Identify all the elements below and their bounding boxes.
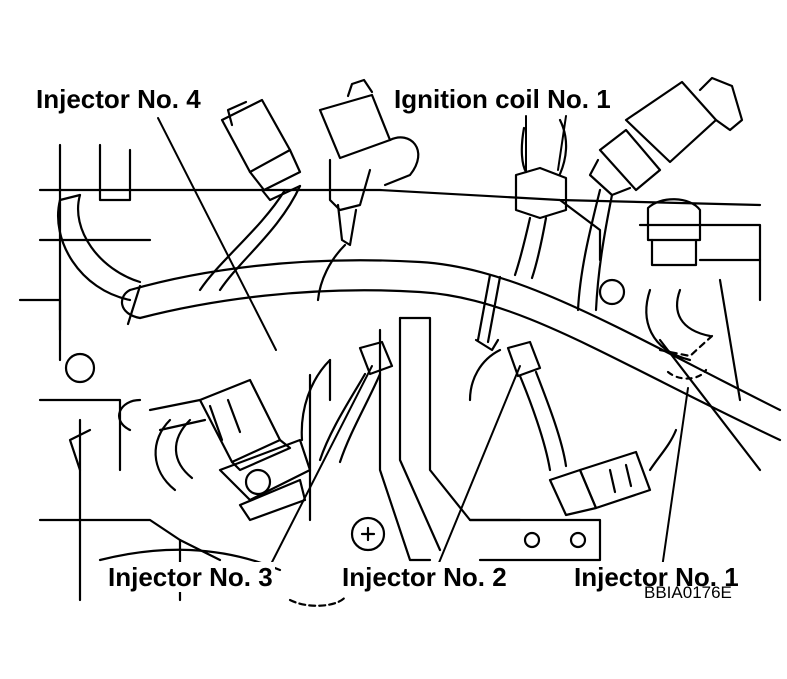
- label-ignition-coil-1: Ignition coil No. 1: [392, 84, 613, 114]
- injector-3-connector: [300, 340, 394, 464]
- leader-injector-2: [435, 365, 521, 571]
- label-injector-1: Injector No. 1: [572, 562, 741, 592]
- label-injector-4: Injector No. 4: [34, 84, 203, 114]
- figure-code: BBIA0176E: [644, 583, 732, 602]
- left-lower-hose: [64, 352, 194, 492]
- leader-injector-1: [661, 387, 689, 569]
- fuel-rail-harness: [120, 259, 782, 442]
- left-hose: [57, 193, 142, 302]
- leader-injector-4: [157, 117, 277, 351]
- injector-4-connector: [198, 98, 302, 292]
- injector-4-lower-connector: [148, 378, 312, 522]
- leader-injector-3: [267, 365, 373, 571]
- ignition-coil-1: [576, 76, 744, 312]
- label-injector-2: Injector No. 2: [340, 562, 509, 592]
- injector-2-connector: [468, 340, 568, 472]
- right-pipe-elbow: [598, 198, 714, 380]
- leader-lines: [157, 115, 689, 571]
- center-bracket: [308, 316, 602, 562]
- leader-ignition-coil-1-b: [557, 115, 567, 171]
- injector-1-connector: [548, 428, 678, 517]
- label-injector-3: Injector No. 3: [106, 562, 275, 592]
- ignition-coil-2: [316, 78, 420, 302]
